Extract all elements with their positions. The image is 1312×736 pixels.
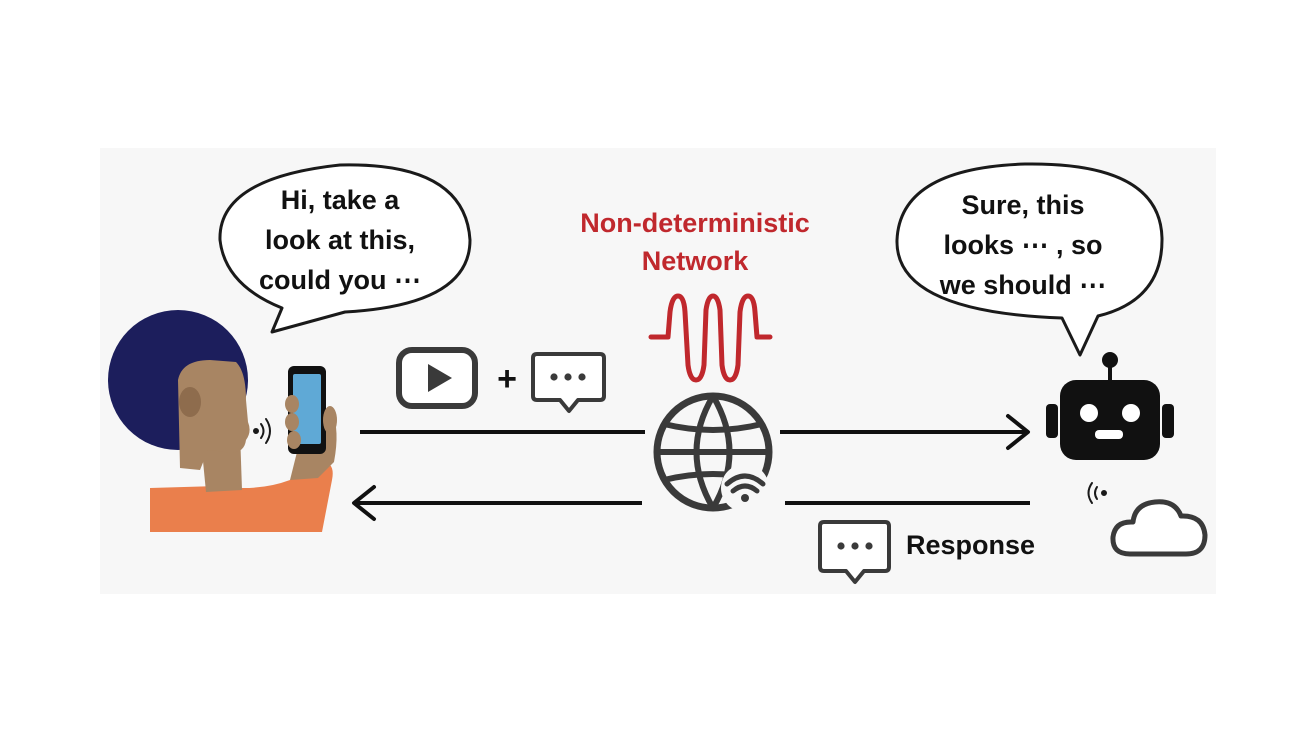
user-message-line: look at this,	[264, 225, 416, 255]
agent-message-line: we should ⋯	[939, 270, 1107, 300]
agent-message-line: Sure, this	[961, 190, 1085, 220]
finger-shape	[287, 431, 301, 449]
shirt-shape	[150, 461, 333, 532]
agent-speech-bubble	[895, 162, 1164, 357]
network-label-line: Non-deterministic	[580, 208, 810, 238]
user-message-text: Hi, take a look at this, could you ⋯	[233, 180, 447, 300]
thumb-shape	[323, 406, 337, 434]
response-message-icon	[818, 520, 891, 584]
cloud-icon	[1110, 499, 1208, 557]
signal-wave-icon	[253, 418, 271, 444]
robot-icon	[1046, 352, 1174, 460]
user-message-line: Hi, take a	[280, 185, 400, 215]
signal-wave-icon	[1087, 482, 1107, 504]
response-arrow	[352, 485, 1030, 521]
finger-shape	[285, 413, 299, 431]
agent-message-line: looks ⋯ , so	[943, 230, 1103, 260]
user-speech-bubble	[218, 163, 472, 334]
request-arrow	[360, 414, 1030, 450]
video-play-icon	[396, 347, 478, 409]
agent-message-text: Sure, this looks ⋯ , so we should ⋯	[910, 185, 1136, 305]
finger-shape	[285, 395, 299, 413]
network-label: Non-deterministic Network	[545, 204, 845, 280]
message-dots-icon	[531, 352, 606, 413]
network-label-line: Network	[641, 246, 749, 276]
network-waveform	[648, 293, 773, 383]
person-with-phone-icon	[108, 310, 337, 532]
face-shape	[178, 360, 250, 470]
plus-sign: +	[497, 360, 517, 398]
globe-wifi-icon	[653, 392, 773, 512]
ear-shape	[179, 387, 201, 417]
response-label: Response	[906, 530, 1036, 560]
phone-screen	[293, 374, 321, 444]
user-message-line: could you ⋯	[259, 265, 421, 295]
